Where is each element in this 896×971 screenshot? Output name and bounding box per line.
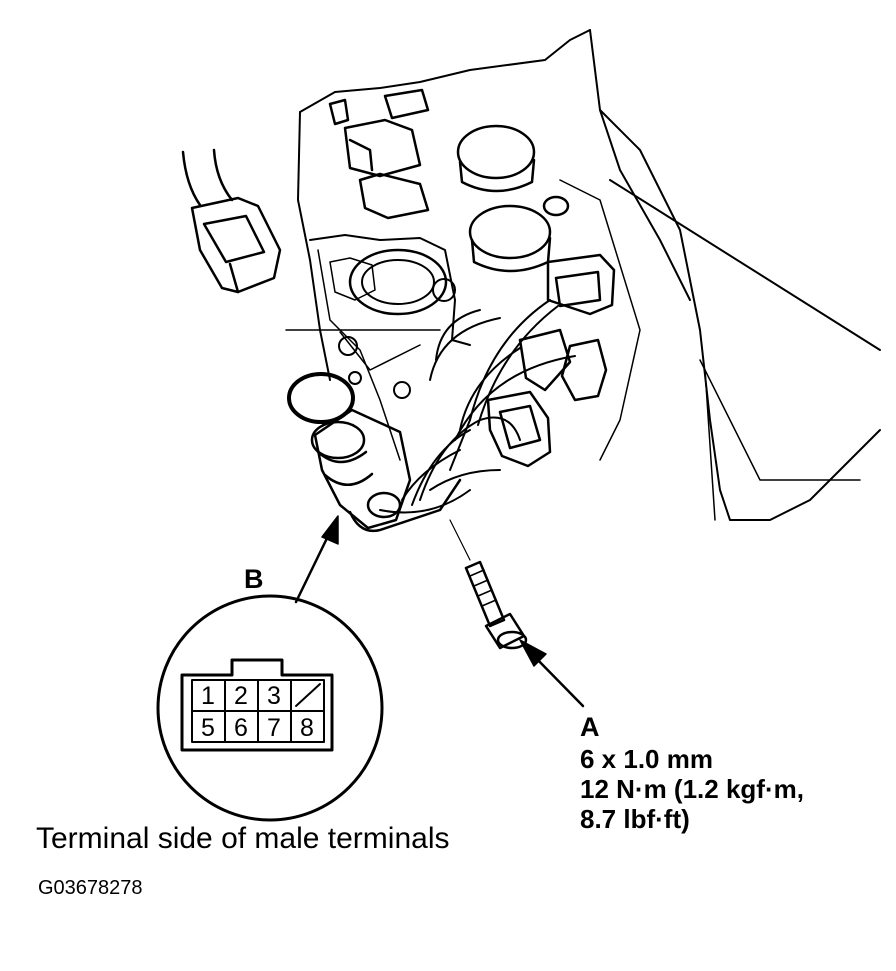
o-ring xyxy=(287,372,355,424)
arrow-a xyxy=(519,639,585,708)
solenoid xyxy=(310,408,462,533)
detail-circle-b xyxy=(156,594,384,822)
bolt-torque-imperial: 8.7 lbf·ft) xyxy=(580,804,690,834)
callout-a-label: A xyxy=(580,712,600,742)
bolt-axis xyxy=(449,519,471,561)
arrow-b xyxy=(294,515,339,604)
bolt xyxy=(464,560,528,650)
top-connectors xyxy=(328,88,430,220)
wiring-harness xyxy=(379,299,576,514)
connector-caption: Terminal side of male terminals xyxy=(36,822,450,855)
unused-pin-slash xyxy=(295,683,321,707)
pin-7: 7 xyxy=(267,714,281,742)
pin-6: 6 xyxy=(234,714,248,742)
housing-openings xyxy=(338,248,456,399)
pin-3: 3 xyxy=(267,682,281,710)
bolt-spec: 6 x 1.0 mm 12 N·m (1.2 kgf·m, 8.7 lbf·ft… xyxy=(580,744,804,834)
loose-connector xyxy=(181,148,282,294)
callout-b-label: B xyxy=(244,564,264,594)
transmission-housing xyxy=(285,29,881,521)
connector-face: 1 2 3 5 6 7 8 xyxy=(180,658,334,752)
figure-id: G03678278 xyxy=(38,877,143,899)
pin-8: 8 xyxy=(300,714,314,742)
pin-1: 1 xyxy=(201,682,215,710)
housing-plugs xyxy=(456,124,570,273)
pin-2: 2 xyxy=(234,682,248,710)
pin-5: 5 xyxy=(201,714,215,742)
bolt-torque-metric: 12 N·m (1.2 kgf·m, xyxy=(580,774,804,804)
bolt-size: 6 x 1.0 mm xyxy=(580,744,713,774)
